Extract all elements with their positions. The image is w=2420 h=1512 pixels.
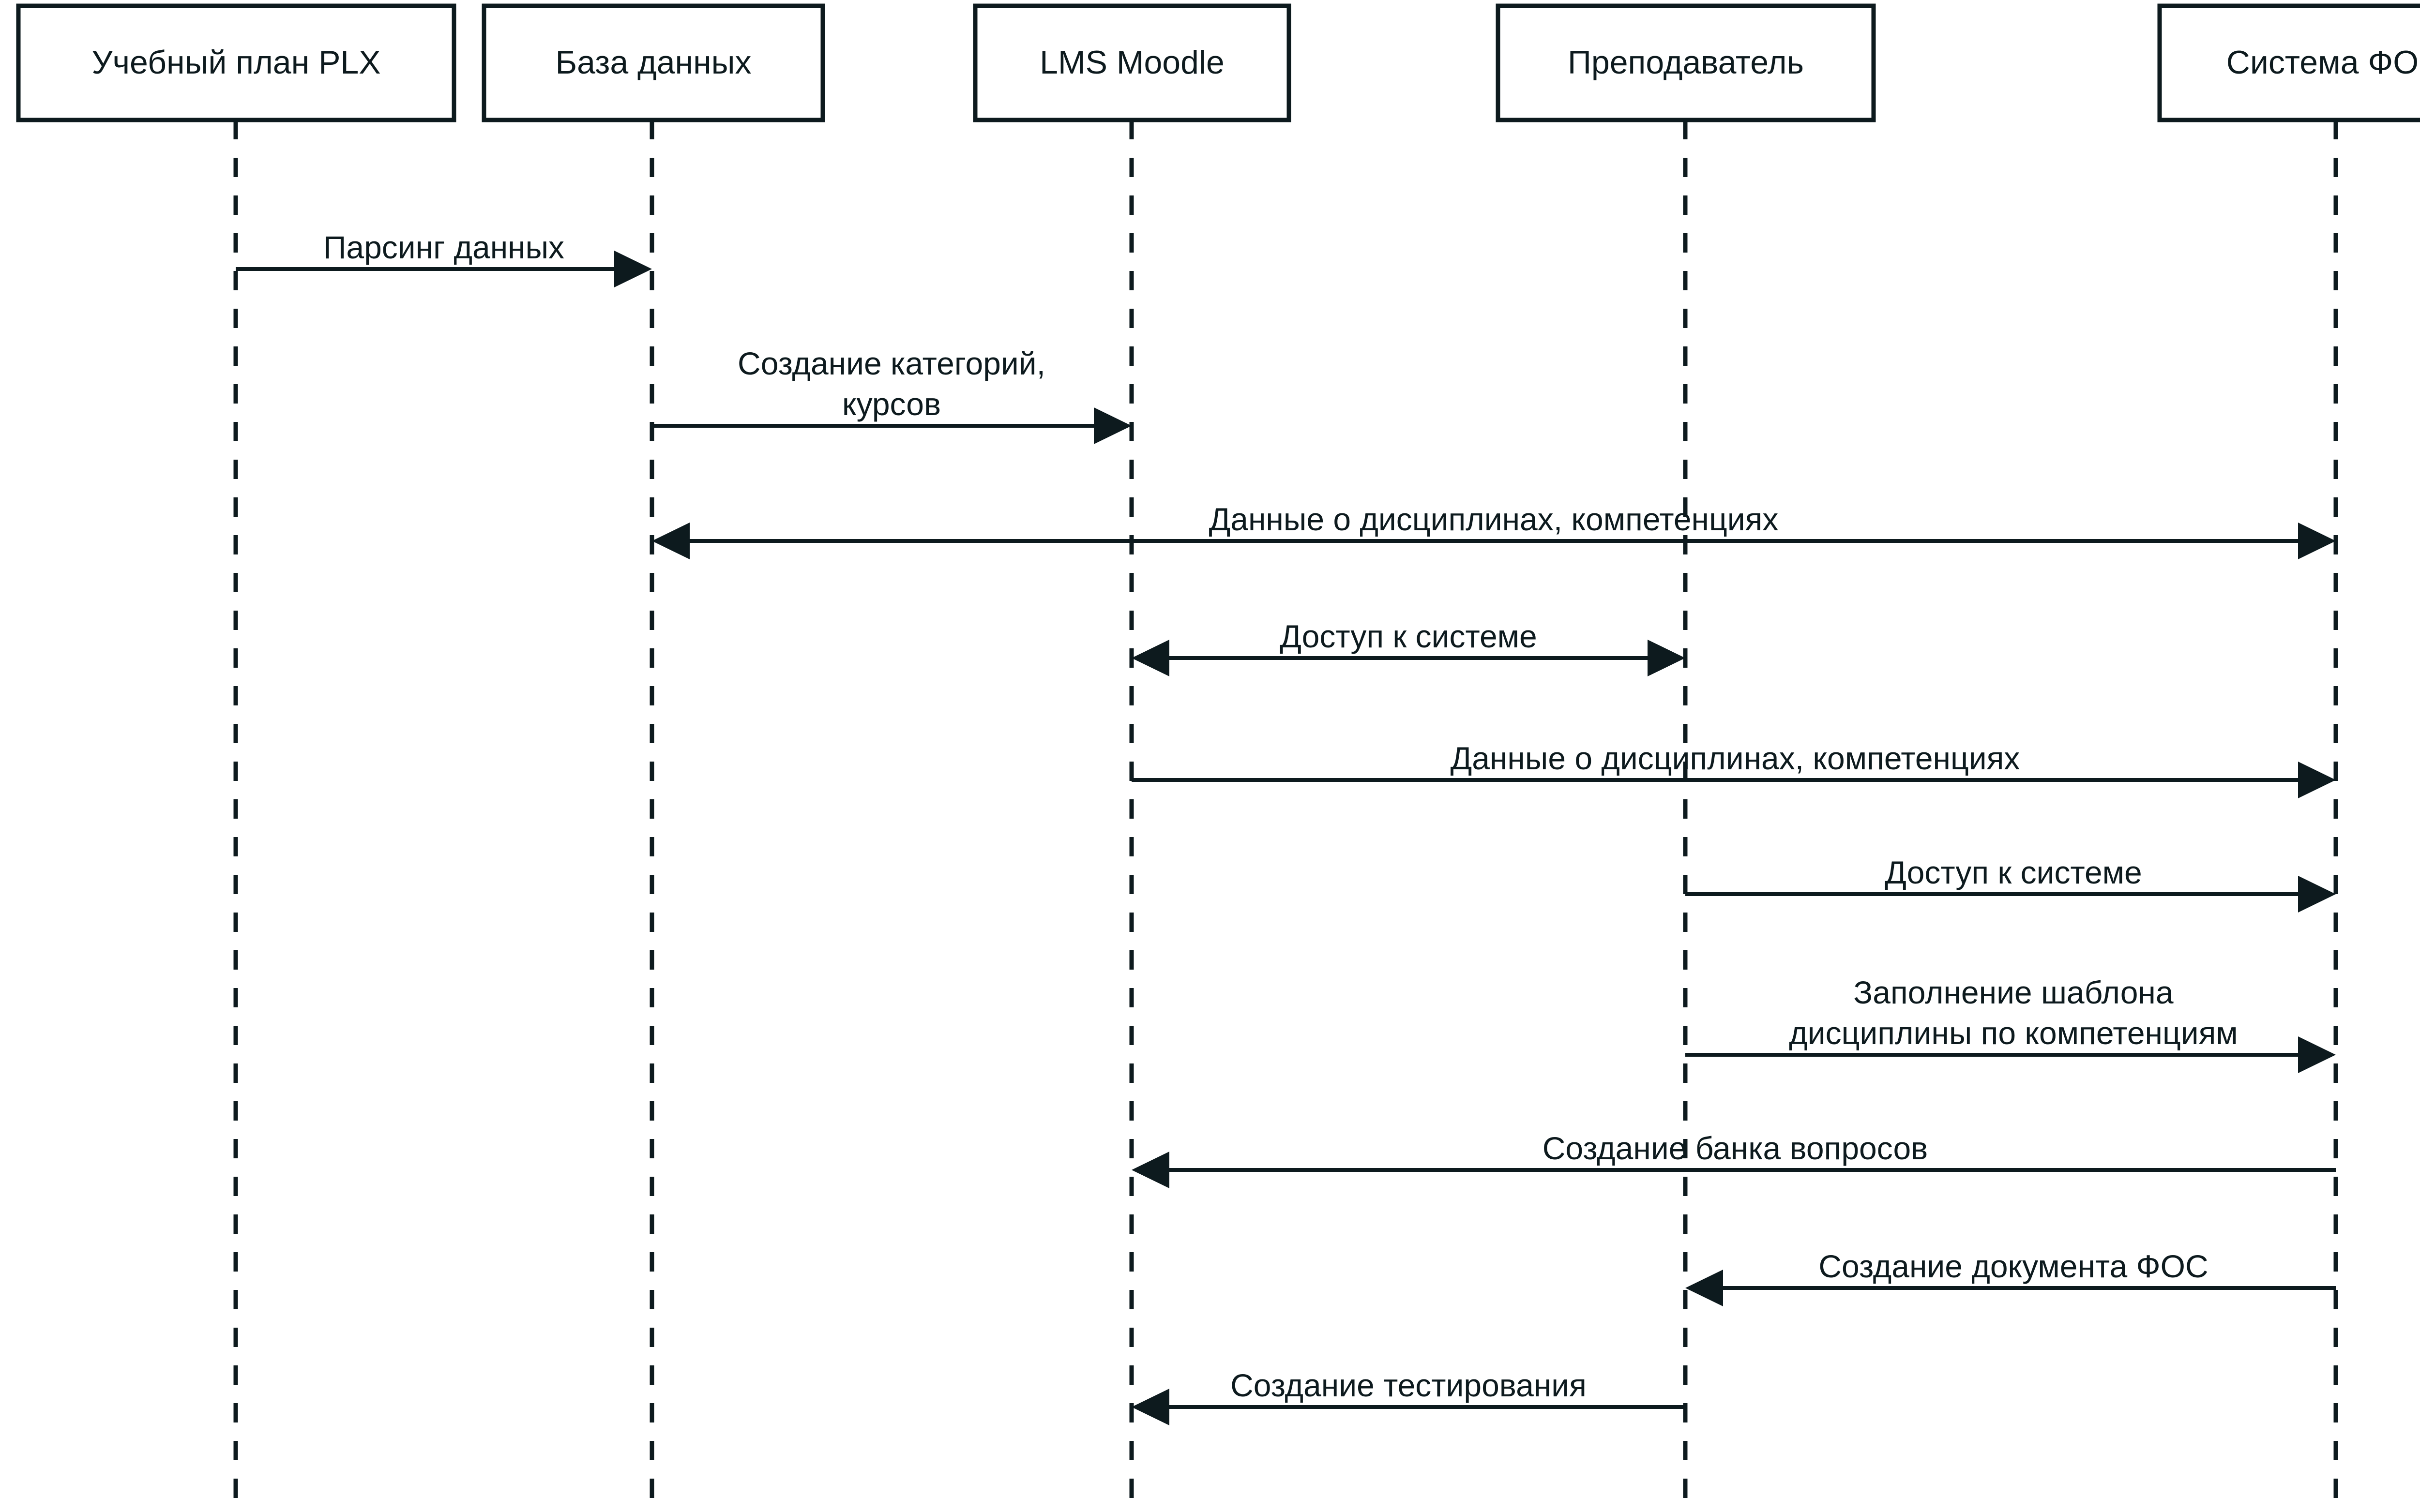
participant-label-teacher: Преподаватель [1568, 44, 1804, 81]
message-m3[interactable]: Данные о дисциплинах, компетенциях [652, 501, 2336, 559]
arrowhead-left-m8 [1132, 1152, 1169, 1188]
participant-box-rect-plx [16, 3, 456, 122]
arrowhead-left-m4 [1132, 640, 1169, 676]
participant-label-db: База данных [555, 44, 751, 81]
participant-box-moodle[interactable]: LMS Moodle [973, 3, 1291, 122]
participant-label-moodle: LMS Moodle [1040, 44, 1225, 81]
message-m10[interactable]: Создание тестирования [1132, 1367, 1685, 1425]
arrowhead-left-m3 [652, 523, 690, 559]
message-label-m5-line-1: Данные о дисциплинах, компетенциях [1451, 740, 2020, 776]
message-label-m7-line-1: Заполнение шаблона [1853, 974, 2173, 1010]
participant-boxes-layer: Учебный план PLX База данных LMS Moodle Пре… [16, 3, 2420, 122]
message-label-m10-line-1: Создание тестирования [1230, 1367, 1587, 1403]
lifelines-layer [233, 120, 2338, 1509]
message-m2[interactable]: Создание категорий, курсов [652, 345, 1132, 444]
arrowhead-right-m3 [2298, 523, 2336, 559]
arrowhead-right-m6 [2298, 876, 2336, 913]
arrowhead-left-m10 [1132, 1389, 1169, 1425]
message-m7[interactable]: Заполнение шаблона дисциплины по компетен… [1685, 974, 2336, 1073]
arrowhead-right-m7 [2298, 1036, 2336, 1073]
participant-box-rect-db [482, 3, 825, 122]
participant-box-fos[interactable]: Система ФОС [2157, 3, 2420, 122]
message-label-m8-line-1: Создание банка вопросов [1543, 1130, 1928, 1166]
message-m9[interactable]: Создание документа ФОС [1685, 1248, 2336, 1306]
participant-box-rect-fos [2157, 3, 2420, 122]
participant-box-teacher[interactable]: Преподаватель [1496, 3, 1876, 122]
message-m5[interactable]: Данные о дисциплинах, компетенциях [1132, 740, 2336, 798]
arrowhead-right-m2 [1094, 407, 1132, 444]
participant-label-fos: Система ФОС [2226, 44, 2420, 81]
message-label-m1-line-1: Парсинг данных [323, 229, 564, 265]
message-label-m2-line-1: Создание категорий, [738, 345, 1045, 381]
message-m1[interactable]: Парсинг данных [236, 229, 652, 287]
participant-box-rect-teacher [1496, 3, 1876, 122]
arrowhead-left-m9 [1685, 1270, 1723, 1306]
message-label-m7-line-2: дисциплины по компетенциям [1789, 1015, 2238, 1051]
arrowhead-right-m4 [1648, 640, 1685, 676]
message-label-m6-line-1: Доступ к системе [1885, 854, 2142, 890]
message-m8[interactable]: Создание банка вопросов [1132, 1130, 2336, 1188]
arrowhead-right-m5 [2298, 762, 2336, 798]
arrowhead-right-m1 [614, 251, 652, 287]
participant-box-rect-moodle [973, 3, 1291, 122]
message-label-m4-line-1: Доступ к системе [1280, 618, 1537, 654]
message-label-m3-line-1: Данные о дисциплинах, компетенциях [1209, 501, 1779, 537]
message-m6[interactable]: Доступ к системе [1685, 854, 2336, 913]
message-label-m9-line-1: Создание документа ФОС [1818, 1248, 2208, 1284]
participant-box-plx[interactable]: Учебный план PLX [16, 3, 456, 122]
participant-box-db[interactable]: База данных [482, 3, 825, 122]
message-m4[interactable]: Доступ к системе [1132, 618, 1685, 676]
participant-label-plx: Учебный план PLX [91, 44, 380, 81]
message-label-m2-line-2: курсов [842, 386, 941, 422]
